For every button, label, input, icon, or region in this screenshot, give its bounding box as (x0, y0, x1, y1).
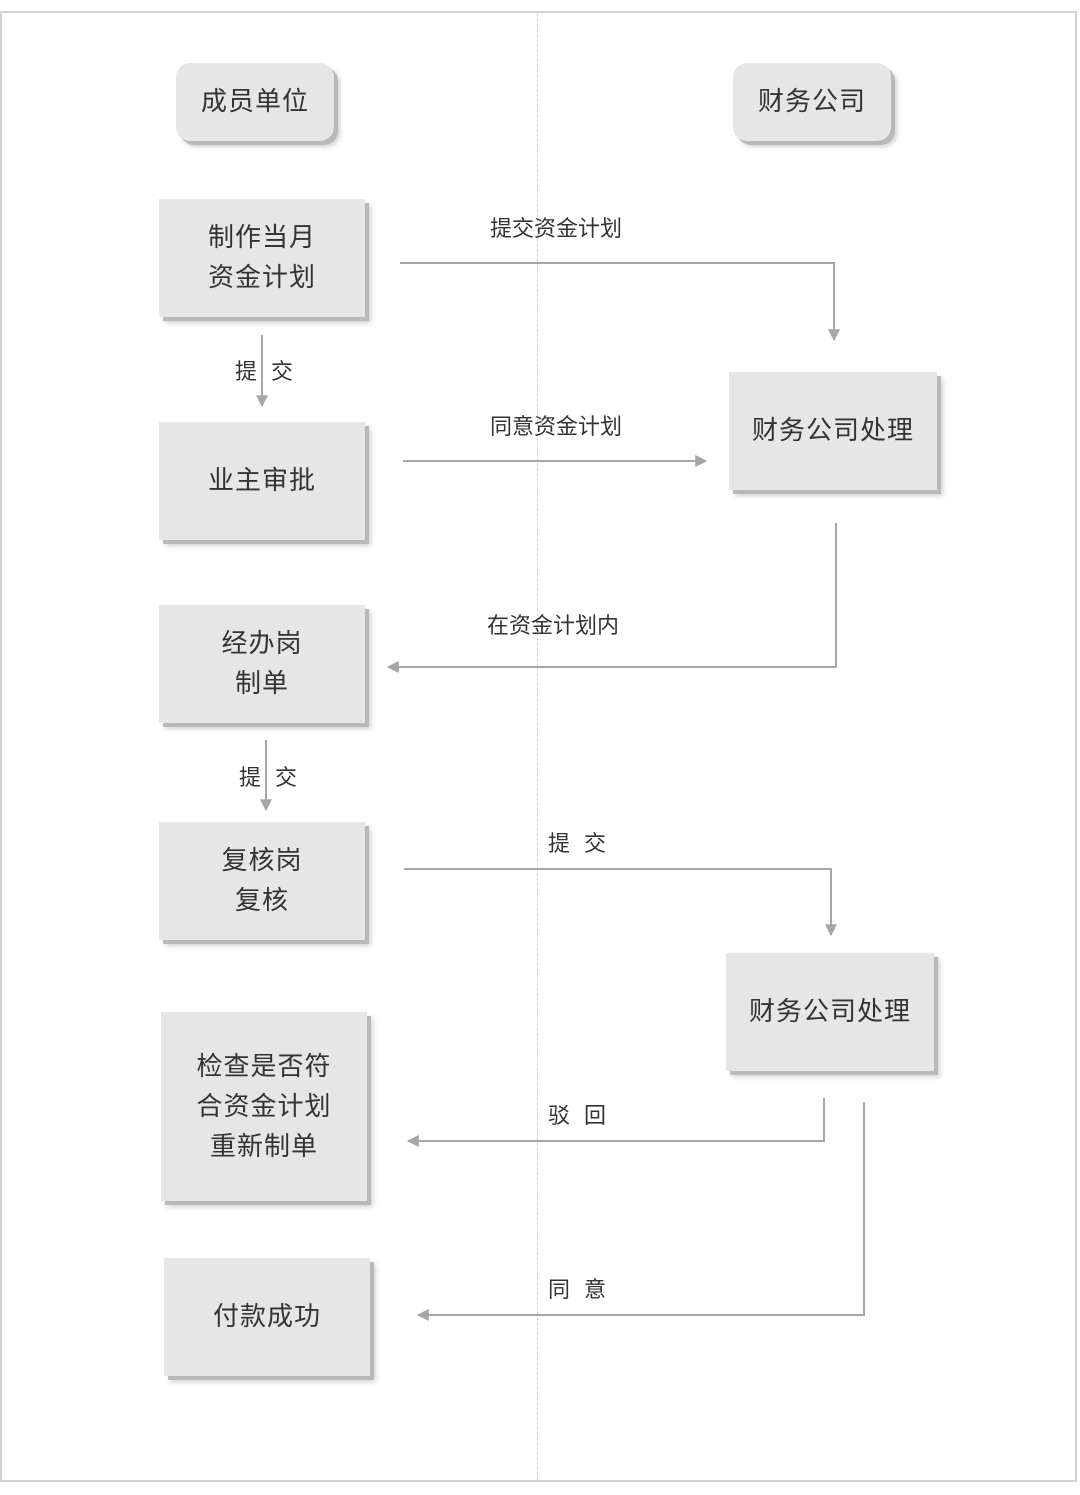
member-unit-header-text: 成员单位 (200, 87, 309, 117)
make-plan-line-2: 资金计划 (207, 263, 316, 293)
finance-process-box-1: 财务公司处理 (729, 372, 937, 490)
make-plan-line-1: 制作当月 (207, 223, 316, 253)
check-redo-line-1: 检查是否符 (196, 1051, 332, 1082)
check-redo-line-3: 重新制单 (209, 1131, 318, 1162)
check-redo-box: 检查是否符 合资金计划 重新制单 (161, 1012, 367, 1201)
label-agree: 同意 (548, 1278, 621, 1303)
reviewer-line-2: 复核 (234, 886, 289, 916)
arrow-submit-plan (400, 262, 840, 342)
arrow-reject (406, 1098, 825, 1147)
owner-approve-text: 业主审批 (207, 466, 316, 496)
label-submit-1: 提交 (235, 360, 308, 385)
label-reject: 驳回 (548, 1104, 621, 1129)
finance-company-header-text: 财务公司 (757, 87, 866, 117)
check-redo-line-2: 合资金计划 (196, 1091, 332, 1122)
handler-make-line-2: 制单 (234, 669, 289, 699)
label-within-plan: 在资金计划内 (487, 614, 620, 639)
label-agree-plan: 同意资金计划 (490, 415, 623, 440)
label-submit-plan: 提交资金计划 (490, 217, 623, 242)
arrow-submit-3 (404, 868, 837, 937)
finance-process-1-text: 财务公司处理 (751, 416, 914, 446)
handler-make-line-1: 经办岗 (221, 629, 303, 659)
label-submit-2: 提交 (239, 766, 312, 791)
arrow-agree (416, 1102, 865, 1321)
handler-make-box: 经办岗 制单 (159, 605, 365, 723)
reviewer-box: 复核岗 复核 (159, 822, 365, 940)
swimlane-divider (537, 14, 538, 1480)
arrow-within-plan (386, 523, 837, 673)
outer-frame (0, 11, 1077, 1482)
reviewer-line-1: 复核岗 (221, 846, 303, 876)
owner-approve-box: 业主审批 (159, 422, 365, 540)
label-submit-3: 提交 (548, 832, 621, 857)
payment-success-text: 付款成功 (212, 1302, 321, 1332)
finance-company-header: 财务公司 (733, 63, 891, 141)
payment-success-box: 付款成功 (164, 1258, 370, 1376)
make-plan-box: 制作当月 资金计划 (159, 199, 365, 317)
finance-process-2-text: 财务公司处理 (748, 997, 911, 1027)
finance-process-box-2: 财务公司处理 (726, 953, 934, 1071)
member-unit-header: 成员单位 (176, 63, 334, 141)
